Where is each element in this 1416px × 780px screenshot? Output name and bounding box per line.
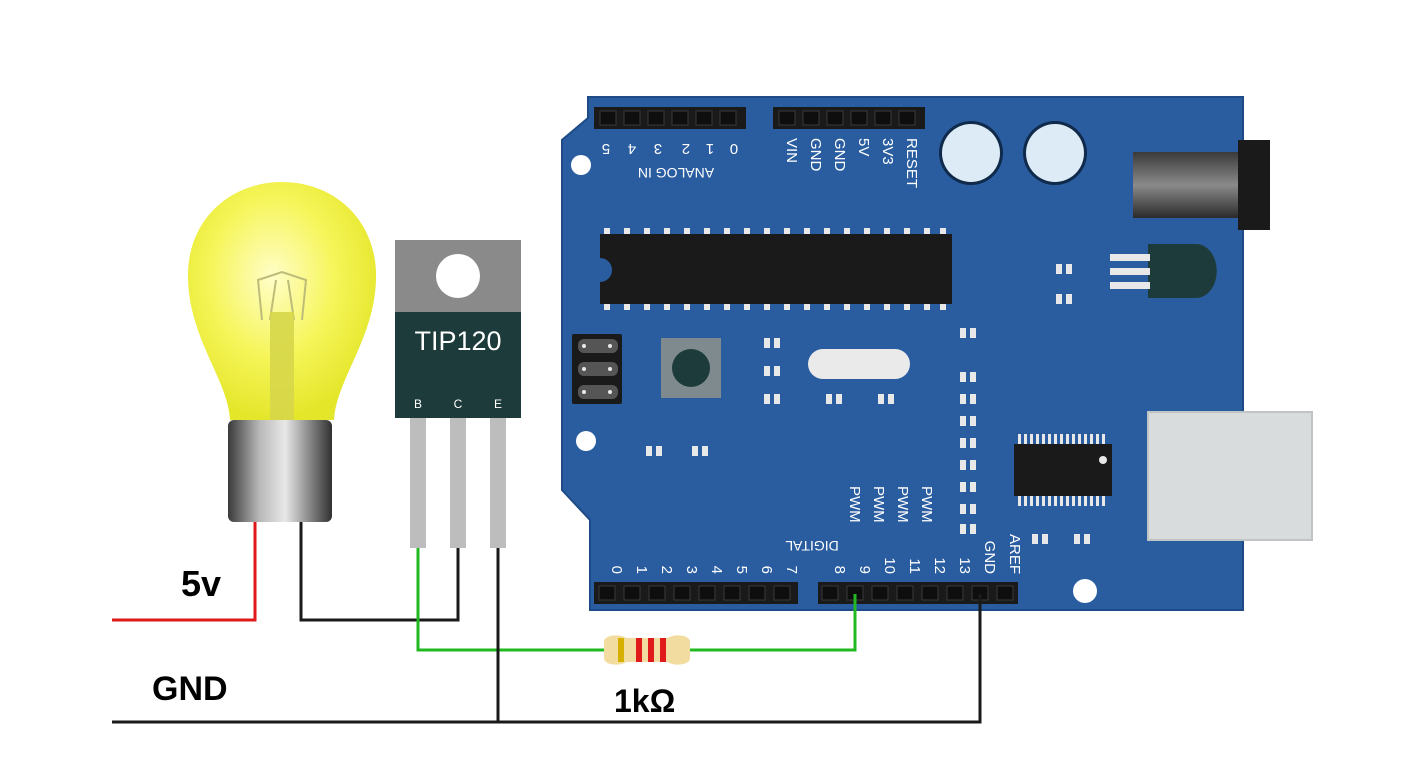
analog-pin-label: 4 xyxy=(628,140,636,157)
mounting-hole xyxy=(1073,579,1097,603)
mounting-hole xyxy=(571,155,591,175)
wires xyxy=(112,522,982,724)
analog-header-title: ANALOG IN xyxy=(638,165,714,181)
digital-header-title: DIGITAL xyxy=(785,538,839,554)
power-jack xyxy=(1133,140,1270,230)
bulb-socket xyxy=(228,420,332,522)
analog-pin-label: 3 xyxy=(654,140,662,157)
microcontroller-chip xyxy=(600,228,952,310)
pwm-label: PWM xyxy=(870,486,887,523)
transistor-legs xyxy=(410,418,506,548)
wire-resistor-pin9 xyxy=(690,594,857,652)
analog-pin-label: 2 xyxy=(682,140,690,157)
pwm-label: PWM xyxy=(918,486,935,523)
resistor xyxy=(604,635,690,665)
digital-pin-label: 2 xyxy=(658,566,675,574)
voltage-regulator xyxy=(1110,244,1217,298)
wire-5v xyxy=(112,522,257,622)
transistor-pin-label: C xyxy=(454,397,463,411)
digital-pin-label: 8 xyxy=(831,566,848,574)
digital-pin-label: 7 xyxy=(783,566,800,574)
pwm-label: PWM xyxy=(894,486,911,523)
digital-pin-label: 9 xyxy=(856,566,873,574)
supply-label: 5v xyxy=(181,563,221,604)
ground-label: GND xyxy=(152,670,228,708)
bulb-stem xyxy=(270,312,294,422)
usb-connector xyxy=(1147,411,1313,541)
icsp-header xyxy=(572,334,622,404)
light-bulb xyxy=(187,182,377,522)
usb-serial-chip xyxy=(1014,434,1112,506)
power-pin-label: RESET xyxy=(903,138,920,188)
status-led xyxy=(1026,124,1084,182)
crystal-oscillator xyxy=(808,349,910,379)
digital-pin-label: 11 xyxy=(906,558,923,574)
digital-pin-label: 4 xyxy=(708,566,725,574)
power-pin-labels: VIN GND GND 5V 3V3 RESET xyxy=(783,138,920,188)
pwm-label: PWM xyxy=(846,486,863,523)
resistor-label: 1kΩ xyxy=(614,683,675,719)
digital-pin-label: 3 xyxy=(683,566,700,574)
power-pin-label: GND xyxy=(807,138,824,172)
analog-pin-label: 5 xyxy=(602,140,610,157)
digital-pin-label: 1 xyxy=(633,566,650,574)
digital-pin-label: 6 xyxy=(758,566,775,574)
digital-pin-label: 12 xyxy=(931,557,948,574)
status-led xyxy=(942,124,1000,182)
transistor-body xyxy=(395,312,521,418)
digital-pin-label: GND xyxy=(981,541,998,575)
analog-header xyxy=(594,107,746,129)
power-pin-label: VIN xyxy=(783,138,800,163)
power-pin-label: 5V xyxy=(855,138,872,156)
reset-button xyxy=(661,338,721,398)
smd-pads xyxy=(646,264,1090,544)
analog-pin-labels: 0 1 2 3 4 5 ANALOG IN xyxy=(602,140,738,181)
digital-header xyxy=(594,582,1018,604)
power-header xyxy=(773,107,925,129)
power-pin-label: GND xyxy=(831,138,848,172)
wire-ground xyxy=(112,594,982,724)
bulb-glass xyxy=(187,182,377,420)
digital-pin-label: AREF xyxy=(1006,534,1023,574)
transistor-pin-label: E xyxy=(494,397,502,411)
transistor: TIP120 B C E xyxy=(395,240,521,548)
wire-base-signal xyxy=(416,548,605,652)
analog-pin-label: 0 xyxy=(730,140,738,157)
transistor-pin-label: B xyxy=(414,397,422,411)
digital-pin-label: 10 xyxy=(881,557,898,574)
digital-pin-label: 13 xyxy=(956,557,973,574)
mounting-hole xyxy=(576,431,596,451)
transistor-name: TIP120 xyxy=(414,326,501,356)
wire-bulb-collector xyxy=(299,522,460,622)
digital-pin-label: 0 xyxy=(608,566,625,574)
arduino-board: 0 1 2 3 4 5 ANALOG IN VIN GND GND 5V 3V3… xyxy=(561,96,1313,611)
transistor-tab-hole xyxy=(436,254,480,298)
power-pin-label: 3V3 xyxy=(879,138,896,165)
digital-pin-label: 5 xyxy=(733,566,750,574)
digital-pin-labels: AREF GND 13 12 11 10 9 8 7 6 5 4 3 2 1 0… xyxy=(608,486,1023,574)
analog-pin-label: 1 xyxy=(706,140,714,157)
